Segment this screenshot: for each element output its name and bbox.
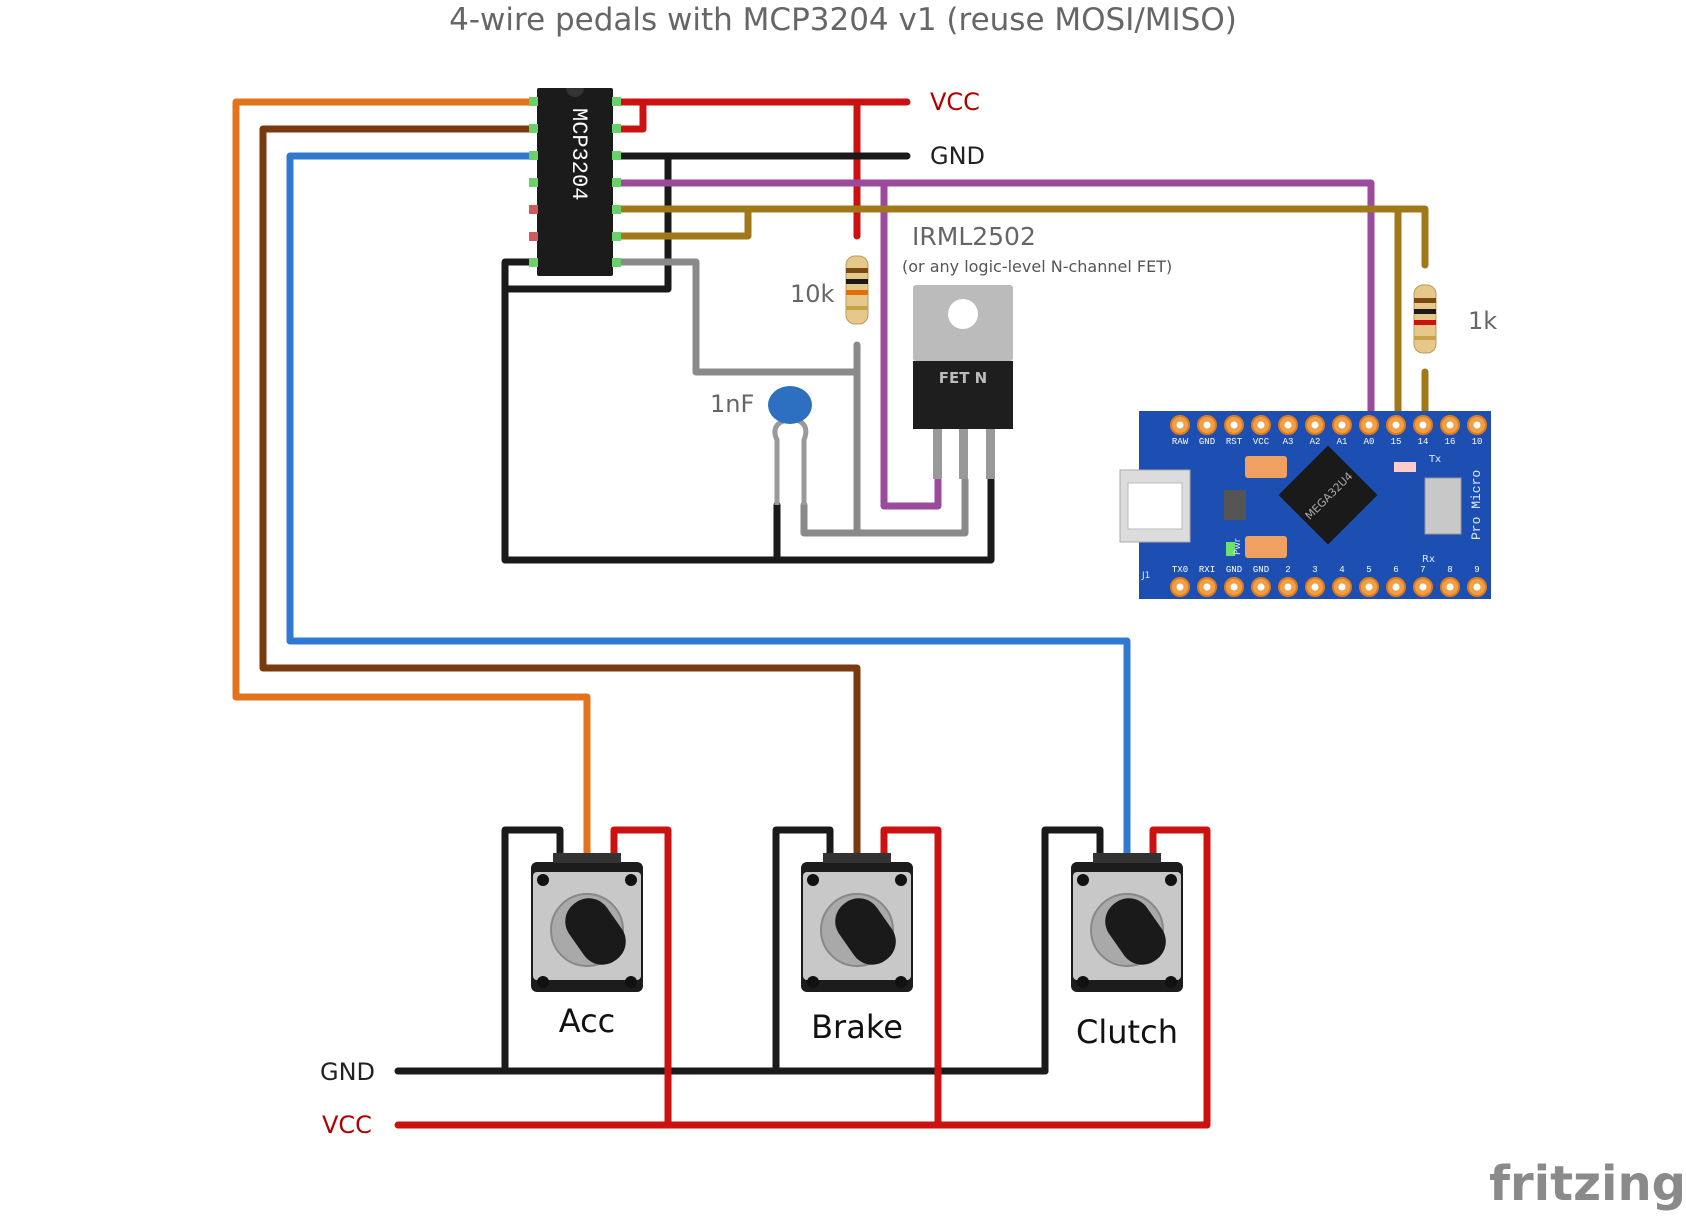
pin-top-a3[interactable]: A3 xyxy=(1278,415,1298,447)
fritzing-watermark: fritzing xyxy=(1489,1156,1686,1212)
pin-bottom-tx0[interactable]: TX0 xyxy=(1170,565,1190,597)
wire-brake-signal xyxy=(259,125,861,862)
pin-top-16[interactable]: 16 xyxy=(1440,415,1460,447)
pin-label: VCC xyxy=(1253,437,1270,447)
rx-label: Rx xyxy=(1422,554,1435,565)
pedal-pot-clutch[interactable] xyxy=(1071,853,1183,992)
fet-transistor[interactable]: FET N xyxy=(913,285,1013,479)
capacitor-label: 1nF xyxy=(710,390,754,418)
pin-label: 16 xyxy=(1445,437,1456,447)
pin-bottom-8[interactable]: 8 xyxy=(1440,565,1460,597)
pin-label: 7 xyxy=(1420,565,1425,575)
pin-label: 9 xyxy=(1474,565,1479,575)
pin-label: 4 xyxy=(1339,565,1344,575)
pin-top-a1[interactable]: A1 xyxy=(1332,415,1352,447)
diagram-title: 4-wire pedals with MCP3204 v1 (reuse MOS… xyxy=(449,2,1237,38)
resistor-10k-label: 10k xyxy=(790,280,835,308)
pin-label: 6 xyxy=(1393,565,1398,575)
pin-bottom-5[interactable]: 5 xyxy=(1359,565,1379,597)
wire-acc-vcc xyxy=(610,826,672,1129)
pin-label: RST xyxy=(1226,437,1243,447)
wire-gnd-chip xyxy=(503,152,672,293)
wire-acc-gnd xyxy=(501,826,564,1075)
pedal-label: Acc xyxy=(559,1002,616,1040)
capacitor-1nf[interactable] xyxy=(768,386,812,505)
pin-label: 5 xyxy=(1366,565,1371,575)
pin-label: A2 xyxy=(1310,437,1321,447)
pin-label: RAW xyxy=(1172,437,1189,447)
board-brand: Pro Micro xyxy=(1469,470,1484,540)
wire-clutch-vcc xyxy=(1149,826,1211,1129)
wire-clock xyxy=(609,258,861,376)
pin-label: TX0 xyxy=(1172,565,1188,575)
mcp3204-chip[interactable]: MCP3204 xyxy=(529,88,621,276)
pin-top-a0[interactable]: A0 xyxy=(1359,415,1379,447)
wire-brake-vcc xyxy=(880,826,942,1129)
fet-body-text: FET N xyxy=(939,369,988,387)
pin-label: RXI xyxy=(1199,565,1215,575)
wire-mosi xyxy=(609,205,1429,269)
pedal-pot-acc[interactable] xyxy=(531,853,643,992)
pin-top-rst[interactable]: RST xyxy=(1224,415,1244,447)
pin-label: GND xyxy=(1226,565,1242,575)
vcc-top-label: VCC xyxy=(930,88,980,116)
pin-label: 15 xyxy=(1391,437,1402,447)
wire-vcc-ref xyxy=(609,98,647,133)
wire-cap-drain xyxy=(800,476,969,537)
pwr-label: Pwr xyxy=(1233,538,1243,555)
pin-bottom-7[interactable]: 7 xyxy=(1413,565,1433,597)
pin-top-10[interactable]: 10 xyxy=(1467,415,1487,447)
pin-label: GND xyxy=(1253,565,1269,575)
pin-label: A1 xyxy=(1337,437,1348,447)
wire-miso xyxy=(609,205,752,240)
pin-label: A0 xyxy=(1364,437,1375,447)
j1-label: J1 xyxy=(1141,571,1150,581)
pin-top-14[interactable]: 14 xyxy=(1413,415,1433,447)
pin-label: GND xyxy=(1199,437,1215,447)
gnd-bottom-label: GND xyxy=(320,1058,375,1086)
tx-label: Tx xyxy=(1428,454,1441,465)
pin-label: 14 xyxy=(1418,437,1429,447)
pin-bottom-gnd[interactable]: GND xyxy=(1224,565,1244,597)
pin-top-raw[interactable]: RAW xyxy=(1170,415,1190,447)
vcc-bottom-label: VCC xyxy=(322,1111,372,1139)
pedal-label: Clutch xyxy=(1076,1013,1178,1051)
fet-name: IRML2502 xyxy=(912,222,1036,251)
wire-brake-gnd xyxy=(772,826,834,1075)
pin-top-vcc[interactable]: VCC xyxy=(1251,415,1271,447)
pin-label: 8 xyxy=(1447,565,1452,575)
pedal-label: Brake xyxy=(811,1008,903,1046)
pin-label: 10 xyxy=(1472,437,1483,447)
resistor-1k-label: 1k xyxy=(1468,307,1497,335)
pin-bottom-gnd[interactable]: GND xyxy=(1251,565,1271,597)
pin-bottom-rxi[interactable]: RXI xyxy=(1197,565,1217,597)
gnd-top-label: GND xyxy=(930,142,985,170)
pin-label: 3 xyxy=(1312,565,1317,575)
resistor-10k[interactable] xyxy=(845,255,869,325)
pin-bottom-4[interactable]: 4 xyxy=(1332,565,1352,597)
pedal-pot-brake[interactable] xyxy=(801,853,913,992)
wire-clutch-gnd xyxy=(1041,826,1104,1075)
wire-clutch-signal xyxy=(286,152,1131,862)
pin-label: A3 xyxy=(1283,437,1294,447)
pin-label: 2 xyxy=(1285,565,1290,575)
pin-bottom-9[interactable]: 9 xyxy=(1467,565,1487,597)
wire-gnd-loop xyxy=(501,258,995,564)
pin-top-a2[interactable]: A2 xyxy=(1305,415,1325,447)
wire-fet-gate xyxy=(880,179,942,510)
pin-bottom-6[interactable]: 6 xyxy=(1386,565,1406,597)
pin-top-gnd[interactable]: GND xyxy=(1197,415,1217,447)
chip-label: MCP3204 xyxy=(566,108,591,200)
pin-bottom-2[interactable]: 2 xyxy=(1278,565,1298,597)
resistor-1k[interactable] xyxy=(1413,284,1437,354)
fet-note: (or any logic-level N-channel FET) xyxy=(902,257,1172,276)
pin-bottom-3[interactable]: 3 xyxy=(1305,565,1325,597)
pin-top-15[interactable]: 15 xyxy=(1386,415,1406,447)
wire-acc-signal xyxy=(232,98,591,862)
wire-chip-select xyxy=(609,179,1375,429)
